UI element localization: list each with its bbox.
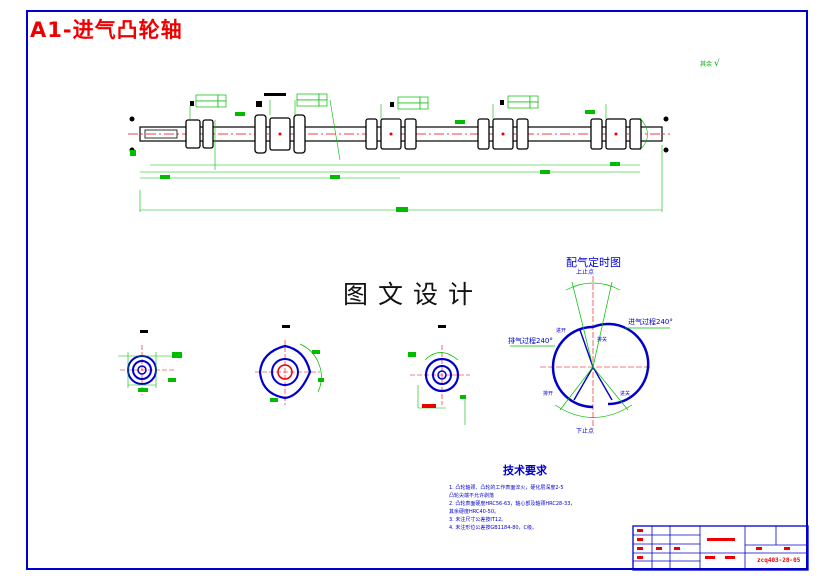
dimension-lines: [139, 99, 663, 212]
section-view-1: [118, 330, 182, 395]
cam-1: [202, 119, 214, 149]
tech-requirement-item: 其余硬度HRC40-50。: [449, 509, 500, 515]
cam-4: [365, 118, 378, 150]
cam-2: [254, 114, 267, 154]
tech-requirements-list: 1. 凸轮轴颈、凸轮的工作表面淬火，硬化层深度2-5 凸轮尖端不允许剥落 2. …: [449, 484, 629, 532]
cam-7: [516, 118, 529, 150]
drawing-frame: [26, 10, 808, 570]
section-view-3: [408, 325, 470, 425]
roughness-note: 其余 √: [700, 59, 720, 69]
title-block: [632, 525, 809, 571]
angle-label-d: 进关: [620, 391, 631, 397]
cam-5: [404, 118, 417, 150]
tech-requirement-item: 凸轮尖端不允许剥落: [449, 493, 495, 499]
cam-6: [477, 118, 490, 150]
bdc-label: 下止点: [576, 428, 595, 435]
drawing-number: zcq403-28-05: [757, 557, 801, 564]
watermark-text: 图文设计: [343, 280, 484, 309]
tech-requirement-item: 1. 凸轮轴颈、凸轮的工作表面淬火，硬化层深度2-5: [449, 485, 564, 491]
section-view-2: [255, 325, 324, 405]
exhaust-arc: [551, 325, 594, 409]
cam-9: [629, 118, 642, 150]
intake-arc: [592, 322, 650, 406]
cam-3: [293, 114, 306, 154]
exhaust-duration-label: 排气过程240°: [508, 337, 553, 345]
intake-duration-label: 进气过程240°: [628, 318, 673, 326]
angle-label-b: 排关: [597, 337, 608, 343]
tech-requirement-item: 3. 未注尺寸公差按IT12。: [449, 517, 507, 523]
tolerance-frames: [195, 93, 539, 110]
angle-label-a: 进开: [556, 328, 567, 334]
tech-requirement-item: 2. 凸轮表面硬度HRC56-63，轴心部及轴颈HRC28-33，: [449, 501, 576, 507]
roughness-label: 其余: [700, 61, 713, 68]
tdc-label: 上止点: [576, 269, 595, 276]
journal-1: [185, 119, 201, 149]
keyway: [144, 129, 178, 139]
camshaft-side-view: [128, 93, 670, 212]
valve-timing-diagram: [510, 276, 670, 428]
cam-8: [590, 118, 603, 150]
timing-diagram-title: 配气定时图: [566, 256, 621, 269]
tech-requirement-item: 4. 未注形位公差按GB1184-80，C级。: [449, 525, 538, 531]
tech-requirements-title: 技术要求: [503, 464, 547, 477]
drawing-title: A1-进气凸轮轴: [30, 18, 183, 42]
angle-label-c: 排开: [543, 391, 554, 397]
roughness-symbol-icon: √: [713, 59, 720, 69]
